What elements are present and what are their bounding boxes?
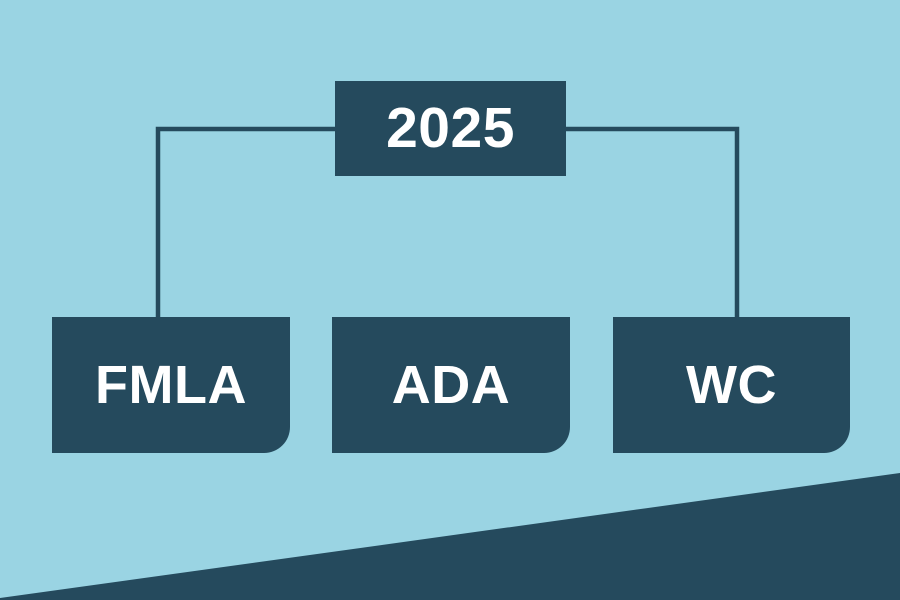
node-ada[interactable]: ADA [332,317,570,453]
node-fmla-label: FMLA [95,355,247,415]
node-wc-label: WC [686,355,777,415]
node-wc[interactable]: WC [613,317,850,453]
node-root-label: 2025 [386,96,515,160]
diagonal-band-shape [0,473,900,600]
node-root-2025[interactable]: 2025 [335,81,566,176]
node-ada-label: ADA [391,355,511,415]
node-fmla[interactable]: FMLA [52,317,290,453]
